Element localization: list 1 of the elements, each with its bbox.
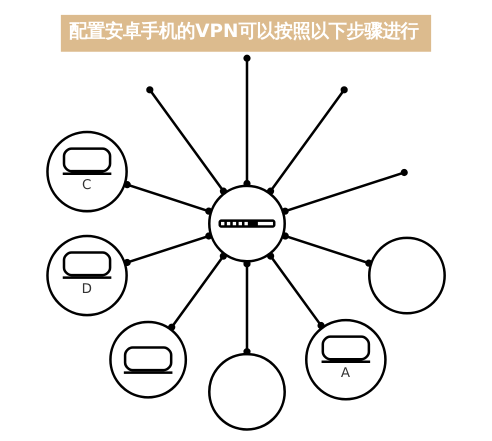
diagram-title: 配置安卓手机的VPN可以按照以下步骤进行	[69, 21, 418, 42]
